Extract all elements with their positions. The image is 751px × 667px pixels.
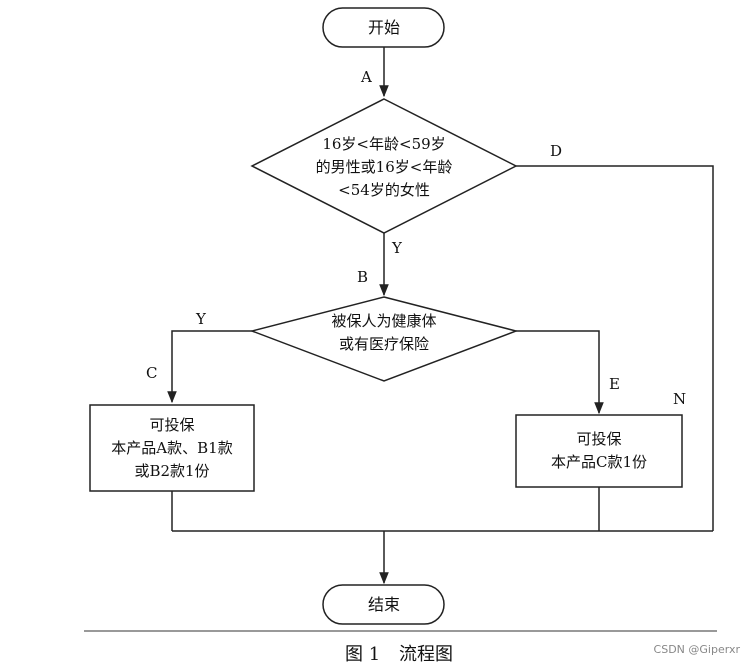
start-label: 开始 bbox=[368, 18, 400, 37]
edge-label-b: B bbox=[357, 268, 368, 286]
insure-abc-box bbox=[89, 404, 255, 492]
health-decision-line-1: 被保人为健康体 bbox=[331, 312, 436, 330]
edge-health-to-c bbox=[516, 330, 604, 415]
insure-abc-line-1: 可投保 bbox=[149, 416, 194, 434]
age-decision-line-2: 的男性或16岁<年龄 bbox=[316, 158, 453, 176]
end-terminal bbox=[322, 584, 445, 625]
insure-c-line-1: 可投保 bbox=[576, 430, 621, 448]
caption-number: 图 1 bbox=[345, 644, 380, 665]
insure-c-line-2: 本产品C款1份 bbox=[551, 453, 647, 471]
edge-label-d: D bbox=[550, 142, 562, 160]
health-decision-line-2: 或有医疗保险 bbox=[339, 335, 429, 353]
caption-title: 流程图 bbox=[399, 644, 453, 665]
watermark: CSDN @Giperxr bbox=[654, 643, 741, 656]
health-decision bbox=[249, 296, 519, 382]
edge-label-y-down: Y bbox=[391, 239, 403, 257]
edge-label-a: A bbox=[360, 68, 372, 86]
edge-label-c: C bbox=[146, 364, 157, 382]
edge-label-e: E bbox=[609, 375, 620, 393]
edge-label-n: N bbox=[673, 390, 686, 408]
end-label: 结束 bbox=[368, 595, 400, 614]
insure-c-box bbox=[515, 414, 683, 488]
edge-label-y-left: Y bbox=[195, 310, 207, 328]
age-decision-line-3: <54岁的女性 bbox=[338, 181, 430, 199]
insure-abc-line-3: 或B2款1份 bbox=[134, 462, 209, 480]
age-decision-line-1: 16岁<年龄<59岁 bbox=[322, 135, 445, 153]
edge-age-to-end-d bbox=[516, 165, 714, 531]
insure-abc-line-2: 本产品A款、B1款 bbox=[111, 439, 232, 457]
edge-health-to-abc bbox=[167, 330, 252, 404]
